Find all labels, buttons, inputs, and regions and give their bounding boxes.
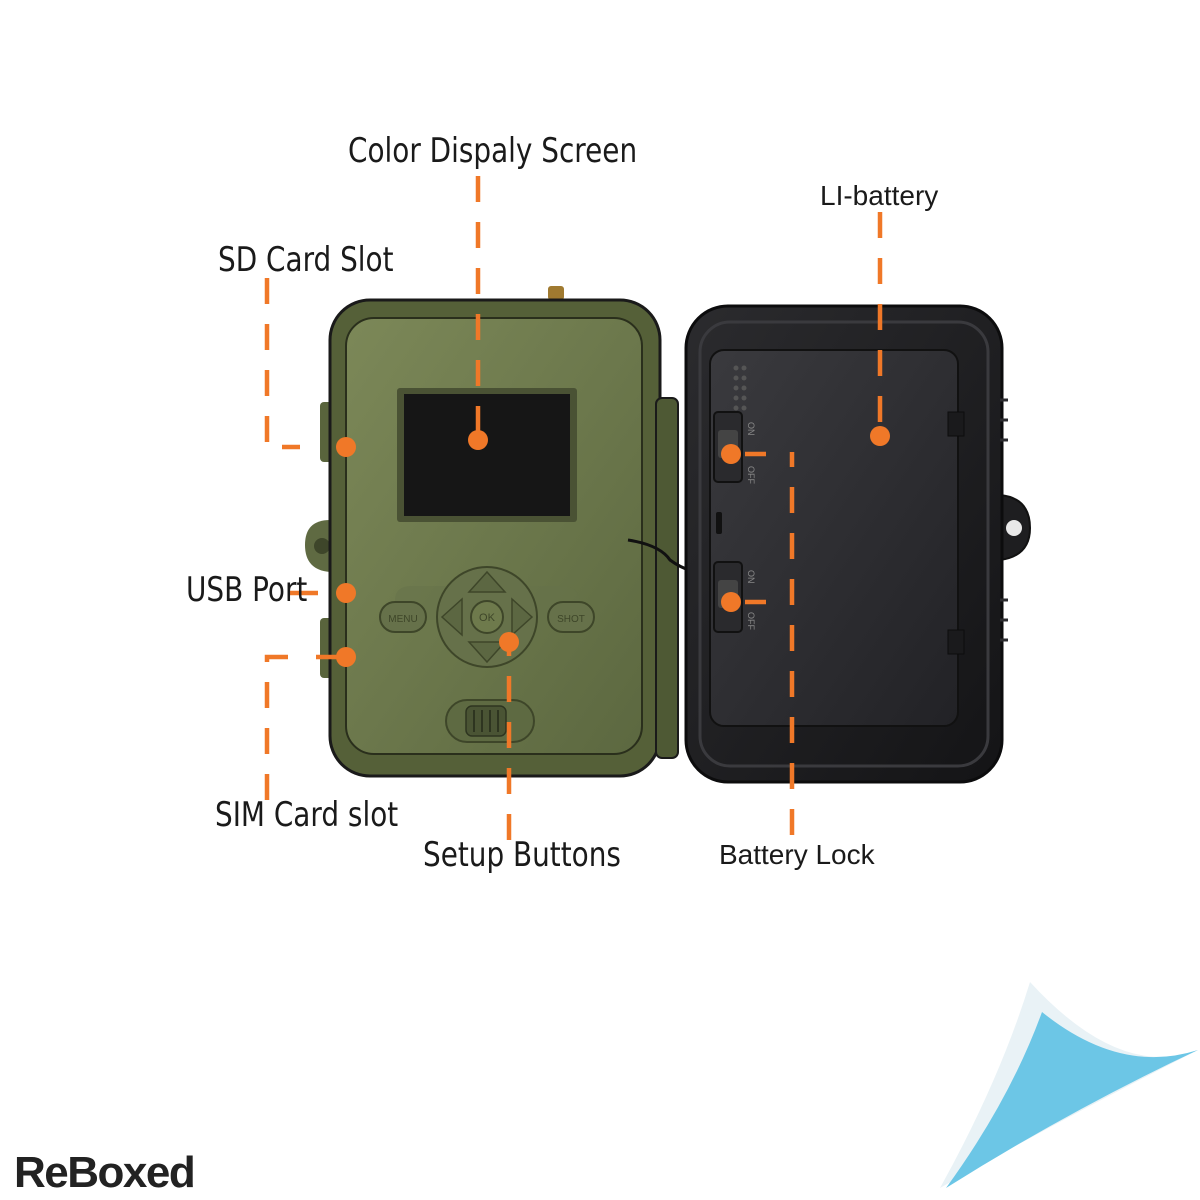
- switch-on-label-lower: ON: [746, 570, 756, 584]
- dot-sd: [336, 437, 356, 457]
- menu-button[interactable]: [379, 601, 427, 633]
- mount-hole-right: [1006, 520, 1022, 536]
- callout-solid-lines: [290, 451, 766, 660]
- dpad-left-button[interactable]: [440, 597, 463, 637]
- battery-vent: [733, 365, 747, 411]
- ok-button[interactable]: [470, 600, 504, 634]
- page-curl-blue: [946, 1012, 1198, 1188]
- label-battery-lock: Battery Lock: [719, 839, 875, 870]
- dpad-down-button[interactable]: [467, 641, 507, 664]
- label-sd-card-slot: SD Card Slot: [218, 240, 394, 280]
- switch-off-label-upper: OFF: [746, 466, 756, 484]
- hinge: [655, 397, 679, 759]
- label-li-battery: LI-battery: [820, 180, 939, 211]
- dot-screen: [468, 430, 488, 450]
- callout-line-sim: [264, 654, 290, 800]
- callout-dots: [336, 426, 890, 667]
- camera-panel: [345, 317, 643, 755]
- switch-off-label-lower: OFF: [746, 612, 756, 630]
- mount-hole-left: [314, 538, 330, 554]
- brand-logo: ReBoxed: [14, 1148, 196, 1197]
- shot-button-label: SHOT: [557, 614, 585, 625]
- dot-lock-upper: [721, 444, 741, 464]
- page-curl-graphic: [940, 982, 1198, 1188]
- menu-button-label: MENU: [388, 614, 417, 625]
- label-setup-buttons: Setup Buttons: [423, 835, 621, 875]
- label-sim-card-slot: SIM Card slot: [215, 795, 399, 835]
- label-usb-port: USB Port: [186, 570, 308, 610]
- callout-line-sd: [264, 278, 300, 450]
- callout-lines: [264, 176, 883, 840]
- dot-setup: [499, 632, 519, 652]
- dpad-up-button[interactable]: [467, 570, 507, 593]
- door-inner-rim: [698, 320, 990, 768]
- ok-button-label: OK: [479, 612, 496, 624]
- mode-switch-knob[interactable]: [465, 705, 507, 737]
- dpad-right-button[interactable]: [511, 597, 534, 637]
- display-screen: [404, 394, 570, 516]
- antenna-connector: [548, 286, 564, 300]
- li-battery-pack: [709, 349, 959, 727]
- label-color-display-screen: Color Dispaly Screen: [348, 131, 638, 171]
- dot-usb: [336, 583, 356, 603]
- dot-lock-lower: [721, 592, 741, 612]
- dot-sim: [336, 647, 356, 667]
- shot-button[interactable]: [547, 601, 595, 633]
- switch-on-label-upper: ON: [746, 422, 756, 436]
- dot-battery: [870, 426, 890, 446]
- battery-slot-mark: [716, 512, 722, 534]
- camera-body: MENU SHOT OK: [305, 286, 721, 778]
- battery-door: ON OFF ON OFF: [684, 304, 1032, 784]
